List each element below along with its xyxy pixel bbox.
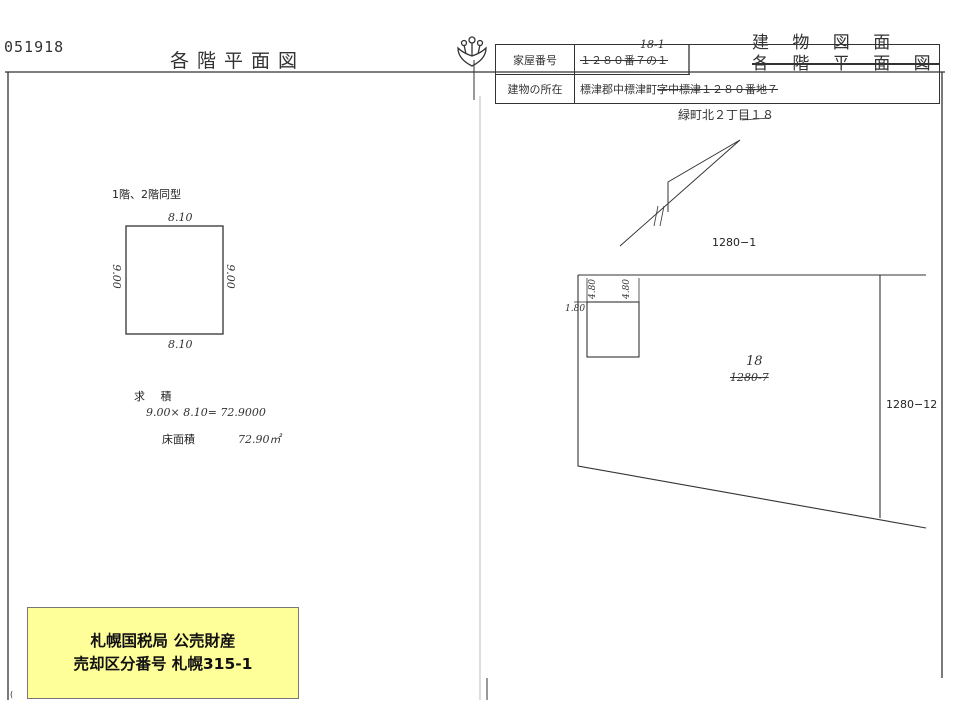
floor-plan-note: 1階、2階同型 bbox=[112, 188, 181, 201]
location-struck: 字中標津１２８０番地７ bbox=[657, 82, 778, 96]
header-table-divider bbox=[688, 44, 690, 74]
house-number-value: １２８０番７の１ bbox=[580, 45, 668, 74]
access-road-line bbox=[619, 139, 741, 247]
title-right-top: 建 物 図 面 bbox=[752, 33, 900, 53]
floor-plan-rectangle bbox=[125, 225, 224, 335]
house-number-handwritten: 18-1 bbox=[640, 38, 665, 51]
floor-area-value: 72.90㎡ bbox=[238, 433, 281, 446]
lot-1280-12: 1280−12 bbox=[886, 398, 938, 411]
location-handwritten: 緑町北２丁目１８ bbox=[678, 108, 775, 122]
dim-480-b: 4.80 bbox=[622, 278, 633, 300]
paulownia-crest-icon bbox=[457, 36, 487, 67]
building-footprint bbox=[586, 301, 640, 358]
dim-top: 8.10 bbox=[168, 211, 193, 224]
lot-old-number-struck: 1280-7 bbox=[730, 371, 769, 384]
dim-180: 1.80 bbox=[565, 304, 586, 314]
notice-line-1: 札幌国税局 公売財産 bbox=[90, 632, 236, 650]
notice-line-2: 売却区分番号 札幌315-1 bbox=[73, 655, 253, 673]
location-row: 建物の所在 標津郡中標津町字中標津１２８０番地７ bbox=[496, 74, 939, 103]
house-number-struck: １２８０番７の１ bbox=[580, 53, 668, 67]
document-id-number: 051918 bbox=[4, 38, 65, 56]
header-table: 家屋番号 １２８０番７の１ 建物の所在 標津郡中標津町字中標津１２８０番地７ bbox=[495, 44, 940, 104]
lot-new-number: 18 bbox=[746, 354, 763, 369]
floor-area-label: 床面積 bbox=[162, 433, 195, 446]
area-heading: 求 積 bbox=[134, 390, 178, 403]
location-value-text: 標津郡中標津町 bbox=[580, 82, 657, 96]
title-right-bottom-struck: 各 階 平 面 図 bbox=[752, 54, 940, 74]
area-formula: 9.00× 8.10= 72.9000 bbox=[146, 406, 266, 419]
public-sale-notice: 札幌国税局 公売財産 売却区分番号 札幌315-1 bbox=[27, 607, 299, 699]
house-number-label: 家屋番号 bbox=[496, 45, 575, 74]
site-boundary-left-bottom bbox=[577, 275, 927, 529]
location-label: 建物の所在 bbox=[496, 74, 575, 103]
location-value: 標津郡中標津町字中標津１２８０番地７ bbox=[580, 74, 778, 103]
house-number-row: 家屋番号 １２８０番７の１ bbox=[496, 45, 690, 75]
page-title: 各階平面図 bbox=[170, 50, 306, 72]
dim-bottom: 8.10 bbox=[168, 338, 193, 351]
lot-1280-1: 1280−1 bbox=[712, 236, 757, 249]
dim-480-a: 4.80 bbox=[588, 278, 599, 300]
footer-mark: ( bbox=[10, 690, 14, 699]
